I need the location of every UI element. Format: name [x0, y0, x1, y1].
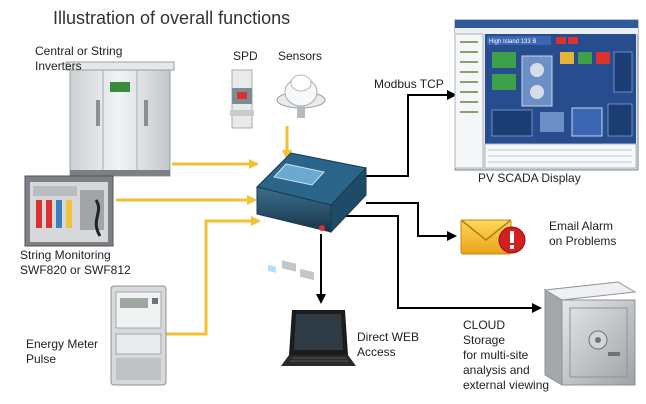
laptop-image	[281, 310, 356, 366]
spd-image	[230, 69, 254, 129]
label-cloud-line5: external viewing	[463, 378, 550, 392]
inverter-cabinet-image	[65, 61, 175, 177]
diagram-title: Illustration of overall functions	[53, 8, 291, 28]
label-cloud-line3: for multi-site	[463, 348, 529, 362]
arrow-modbus-scada	[361, 90, 457, 177]
label-energy-meter-line2: Pulse	[26, 352, 57, 366]
sensor-image	[276, 74, 326, 118]
string-monitoring-box-image	[24, 175, 114, 247]
controller-device-image	[256, 152, 367, 281]
scada-heading: High Island 133 B	[489, 39, 536, 45]
arrow-cloud	[334, 215, 542, 313]
arrow-energy-meter	[166, 216, 261, 336]
label-web-access-line2: Access	[357, 345, 396, 359]
label-email-alarm-line1: Email Alarm	[549, 219, 614, 233]
energy-meter-image	[110, 285, 167, 386]
scada-display-image: High Island 133 B	[454, 19, 639, 171]
input-arrows	[116, 126, 292, 336]
label-modbus-tcp: Modbus TCP	[374, 77, 444, 91]
label-email-alarm-line2: on Problems	[549, 234, 617, 248]
label-energy-meter-line1: Energy Meter	[26, 337, 99, 351]
label-cloud-line4: analysis and	[463, 363, 530, 377]
label-spd: SPD	[233, 49, 258, 63]
cloud-storage-safe-image	[543, 281, 637, 386]
arrow-email	[366, 202, 457, 241]
label-web-access: Direct WEB Access	[357, 330, 419, 360]
email-alarm-image	[460, 219, 526, 255]
label-cloud-line2: Storage	[463, 333, 506, 347]
output-arrows	[316, 90, 542, 313]
label-string-monitoring: String Monitoring SWF820 or SWF812	[20, 248, 131, 278]
label-pv-scada: PV SCADA Display	[478, 171, 581, 185]
label-energy-meter: Energy Meter Pulse	[26, 337, 98, 367]
label-inverters-line1: Central or String	[35, 44, 123, 58]
label-string-monitoring-line1: String Monitoring	[20, 248, 111, 262]
label-web-access-line1: Direct WEB	[357, 330, 420, 344]
label-inverters-line2: Inverters	[35, 59, 82, 73]
label-inverters: Central or String Inverters	[35, 44, 122, 74]
label-cloud-storage: CLOUD Storage for multi-site analysis an…	[463, 318, 549, 393]
label-email-alarm: Email Alarm on Problems	[549, 219, 616, 249]
label-sensors: Sensors	[278, 49, 323, 63]
label-string-monitoring-line2: SWF820 or SWF812	[20, 263, 131, 277]
label-cloud-line1: CLOUD	[463, 318, 506, 332]
